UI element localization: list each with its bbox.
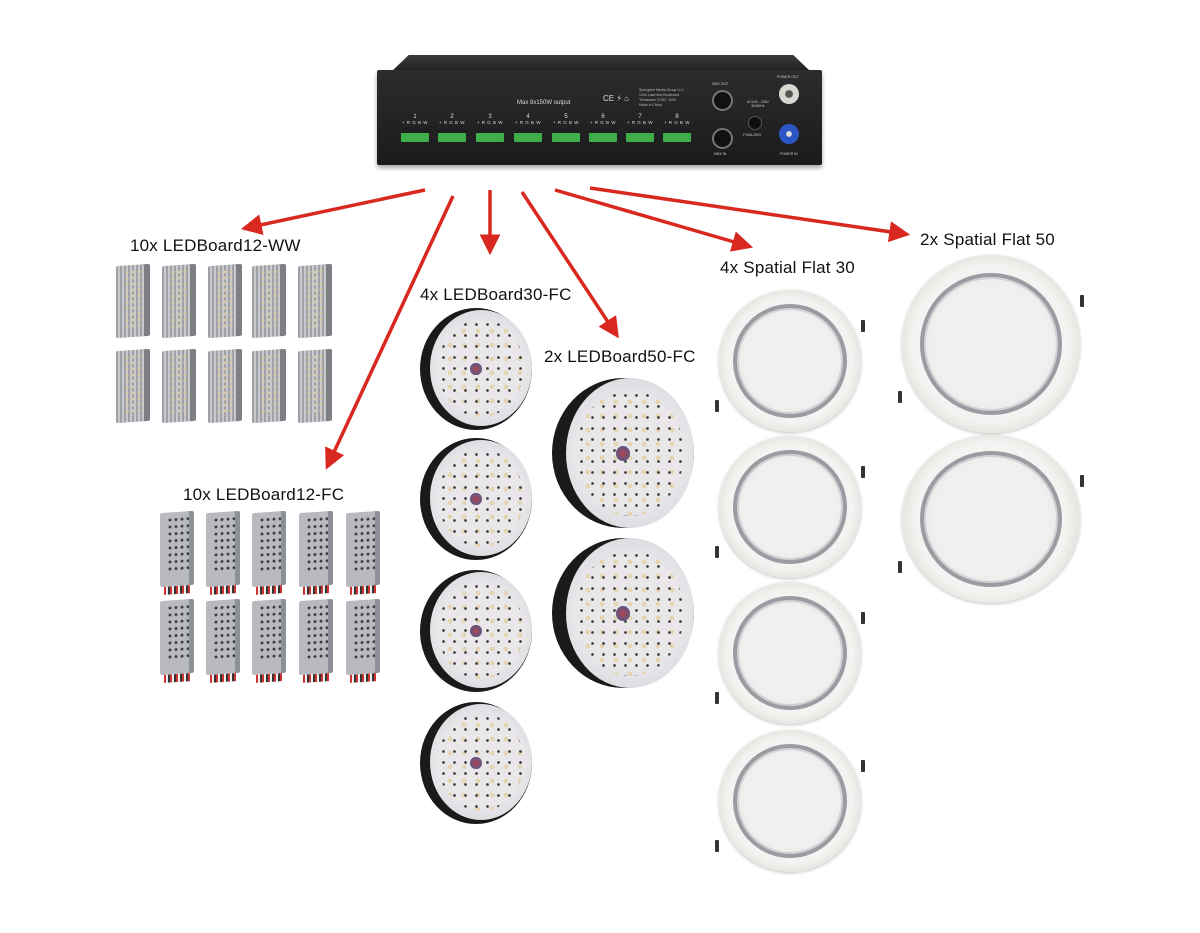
power-in-connector-icon bbox=[779, 124, 799, 144]
ledboard12-ww-module bbox=[116, 348, 150, 424]
channel-8-terminal: 8+ R G B W bbox=[663, 114, 691, 142]
label-ledboard12-ww: 10x LEDBoard12-WW bbox=[130, 236, 301, 255]
ledboard12-ww-module bbox=[298, 348, 332, 424]
ledboard12-ww-module bbox=[252, 348, 286, 424]
ledboard12-fc-module bbox=[206, 510, 240, 595]
ledboard30-fc-module bbox=[420, 438, 532, 560]
dmx-led-controller: Max 8x150W output 1+ R G B W 2+ R G B W … bbox=[377, 70, 822, 165]
output-rating-label: Max 8x150W output bbox=[517, 100, 571, 106]
ledboard12-fc-module bbox=[160, 510, 194, 595]
spatial-flat-50-downlight bbox=[898, 435, 1084, 603]
ledboard12-ww-module bbox=[208, 263, 242, 339]
spatial-flat-30-downlight bbox=[715, 436, 865, 578]
label-ledboard50-fc: 2x LEDBoard50-FC bbox=[544, 347, 696, 366]
ledboard50-fc-module bbox=[552, 538, 694, 688]
dmx-in-connector-icon bbox=[712, 128, 733, 149]
fuse-holder-icon bbox=[748, 116, 762, 130]
dmx-out-label: DMX OUT bbox=[712, 82, 729, 86]
arrow-to-spatial-flat-30 bbox=[554, 188, 754, 252]
ledboard12-fc-module bbox=[160, 598, 194, 683]
ledboard12-fc-module bbox=[346, 598, 380, 683]
power-in-label: POWER IN bbox=[780, 152, 798, 156]
ledboard30-fc-module bbox=[420, 308, 532, 430]
label-ledboard12-fc: 10x LEDBoard12-FC bbox=[183, 485, 345, 504]
ledboard30-fc-module bbox=[420, 570, 532, 692]
ledboard12-fc-module bbox=[299, 510, 333, 595]
dmx-in-label: DMX IN bbox=[714, 152, 727, 156]
ledboard12-ww-module bbox=[162, 263, 196, 339]
ledboard50-fc-module bbox=[552, 378, 694, 528]
ledboard12-fc-module bbox=[206, 598, 240, 683]
manufacturer-info: Springtree Media Group LLC 1234 Lakeview… bbox=[639, 88, 684, 107]
spatial-flat-50-downlight bbox=[898, 255, 1084, 433]
ledboard12-ww-module bbox=[162, 348, 196, 424]
controller-top-panel bbox=[392, 55, 810, 71]
power-out-label: POWER OUT bbox=[777, 75, 799, 79]
ledboard12-fc-module bbox=[299, 598, 333, 683]
channel-6-terminal: 6+ R G B W bbox=[589, 114, 617, 142]
channel-2-terminal: 2+ R G B W bbox=[438, 114, 466, 142]
arrow-to-ledboard12-ww bbox=[240, 188, 426, 236]
power-out-connector-icon bbox=[779, 84, 799, 104]
ledboard12-ww-module bbox=[116, 263, 150, 339]
label-spatial-flat-50: 2x Spatial Flat 50 bbox=[920, 230, 1055, 249]
certification-marks-icon: CE ⚡ ⌂ bbox=[603, 94, 630, 103]
channel-7-terminal: 7+ R G B W bbox=[626, 114, 654, 142]
channel-4-terminal: 4+ R G B W bbox=[514, 114, 542, 142]
ledboard12-fc-module bbox=[252, 598, 286, 683]
ledboard12-fc-module bbox=[252, 510, 286, 595]
spatial-flat-30-downlight bbox=[715, 290, 865, 432]
dmx-out-connector-icon bbox=[712, 90, 733, 111]
channel-1-terminal: 1+ R G B W bbox=[401, 114, 429, 142]
ledboard12-fc-module bbox=[346, 510, 380, 595]
ledboard12-ww-module bbox=[298, 263, 332, 339]
ledboard12-ww-module bbox=[208, 348, 242, 424]
arrow-to-ledboard50-fc bbox=[520, 191, 619, 339]
arrow-to-ledboard12-fc bbox=[325, 195, 455, 470]
ledboard12-ww-module bbox=[252, 263, 286, 339]
ledboard30-fc-module bbox=[420, 702, 532, 824]
spatial-flat-30-downlight bbox=[715, 582, 865, 724]
label-ledboard30-fc: 4x LEDBoard30-FC bbox=[420, 285, 572, 304]
voltage-label: AC100 - 230V 50/60Hz bbox=[747, 100, 769, 108]
arrow-to-spatial-flat-50 bbox=[589, 186, 911, 243]
channel-5-terminal: 5+ R G B W bbox=[552, 114, 580, 142]
channel-3-terminal: 3+ R G B W bbox=[476, 114, 504, 142]
spatial-flat-30-downlight bbox=[715, 730, 865, 872]
label-spatial-flat-30: 4x Spatial Flat 30 bbox=[720, 258, 855, 277]
fuse-label: F10AL250V bbox=[743, 133, 762, 137]
